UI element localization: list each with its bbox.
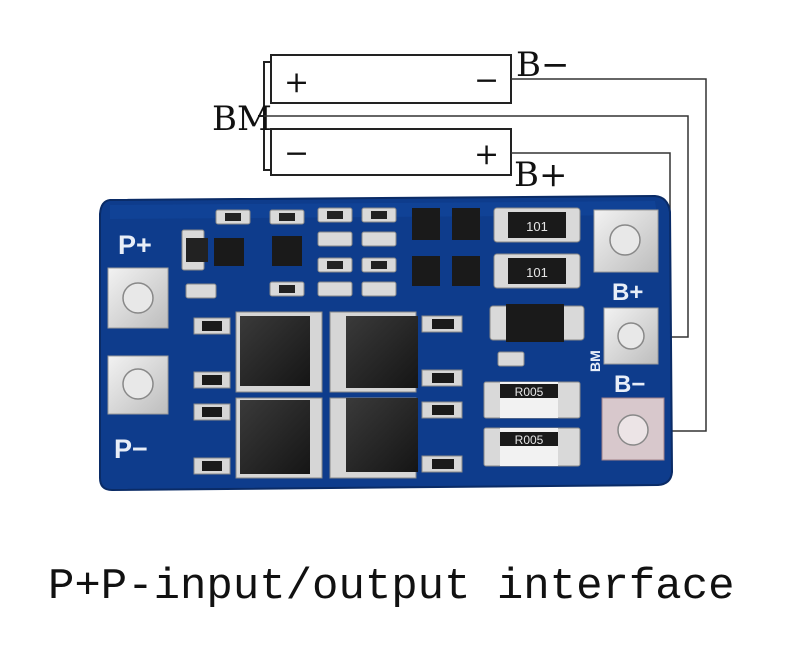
battery-cell-bottom [270, 128, 512, 176]
resistor-code-r-top-2: 101 [526, 265, 548, 280]
resistor-code-r-shunt-2: R005 [515, 433, 544, 447]
label-bm: BM [212, 99, 272, 139]
resistor-101-a: 101 [493, 207, 581, 243]
shunt-resistor-a: R005 [483, 381, 581, 419]
diode [489, 304, 585, 342]
wire-b-minus [511, 78, 707, 432]
battery-schematic: + − − + BM B− B+ [212, 45, 707, 432]
silk-p-minus: P− [114, 434, 148, 464]
cell-bottom-right-terminal: + [474, 137, 499, 172]
cell-top-right-terminal: − [474, 63, 499, 98]
resistor-code-r-shunt-1: R005 [515, 385, 544, 399]
silk-p-plus: P+ [118, 230, 152, 260]
battery-cell-top [270, 54, 512, 104]
mosfets [240, 316, 418, 474]
label-b-plus: B+ [514, 155, 567, 195]
mosfet-q1 [240, 316, 310, 386]
shunt-resistor-b: R005 [483, 427, 581, 467]
mosfet-q3 [240, 400, 310, 474]
silk-bm: BM [587, 350, 603, 372]
mosfet-q2 [346, 316, 418, 388]
caption: P+P-input/output interface [48, 562, 735, 612]
silk-b-minus: B− [614, 371, 645, 398]
resistor-101-b: 101 [493, 253, 581, 289]
sot23-ics [214, 208, 480, 286]
cell-bottom-left-terminal: − [284, 136, 309, 171]
resistor-code-r-top-1: 101 [526, 219, 548, 234]
pcb-board: P+ P− B+ BM B− [99, 194, 674, 492]
mosfet-q4 [346, 398, 418, 472]
silk-b-plus: B+ [612, 279, 643, 306]
cell-top-left-terminal: + [284, 65, 309, 100]
